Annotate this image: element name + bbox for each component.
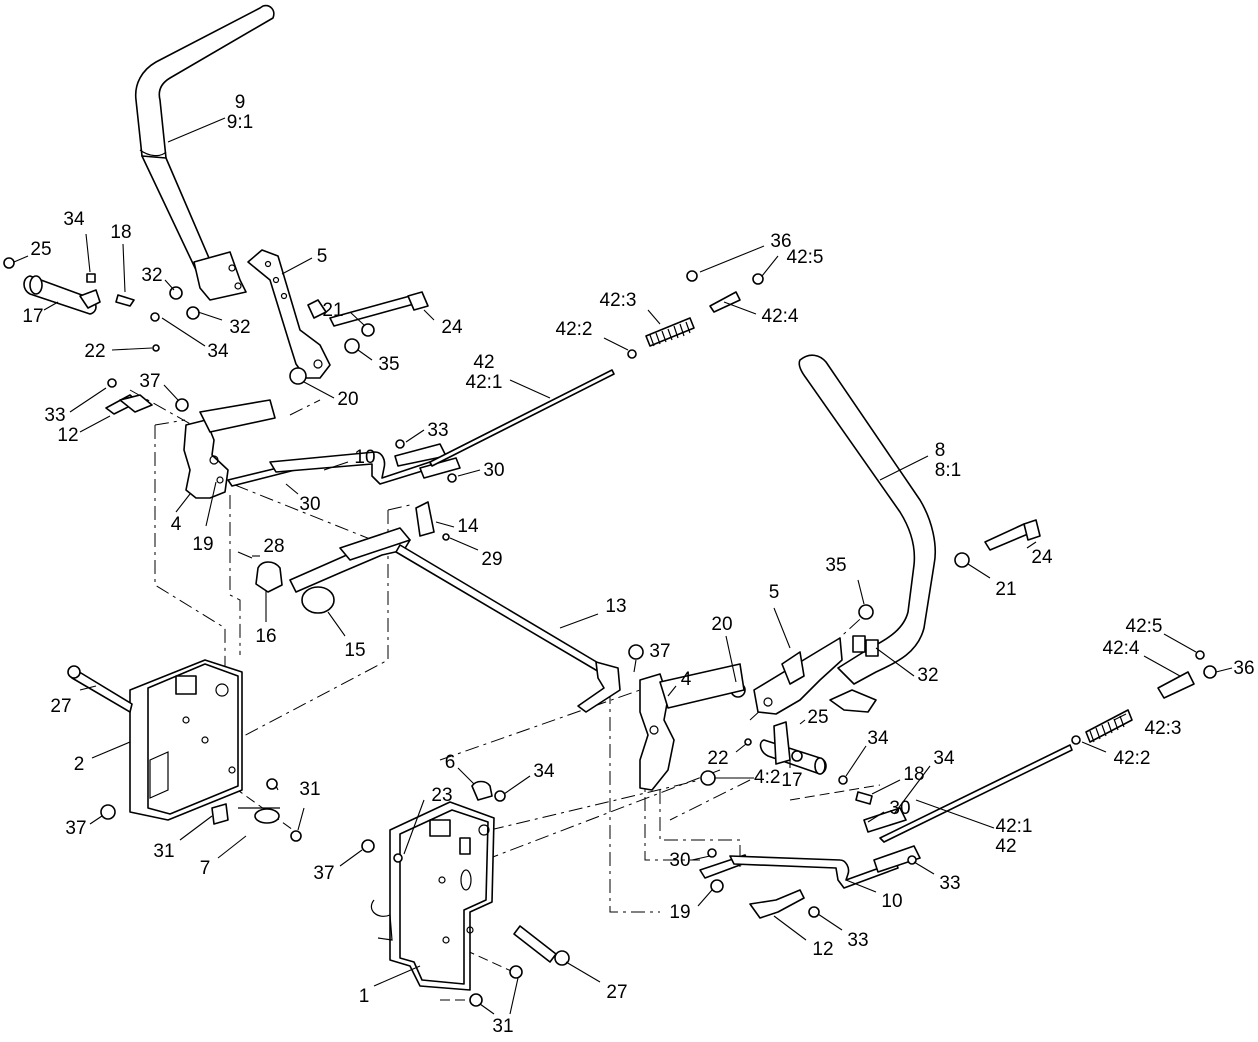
callout-32: 32 xyxy=(229,317,250,338)
callout-4: 4 xyxy=(171,514,182,535)
callout-18: 18 xyxy=(110,222,131,243)
callout-21: 21 xyxy=(322,300,343,321)
callout-22: 22 xyxy=(707,748,728,769)
callout-37: 37 xyxy=(313,863,334,884)
callout-42-4: 42:4 xyxy=(762,306,799,327)
callout-17: 17 xyxy=(22,306,43,327)
callout-30: 30 xyxy=(483,460,504,481)
callout-16: 16 xyxy=(255,626,276,647)
callout-20: 20 xyxy=(711,614,732,635)
callout-7: 7 xyxy=(200,858,211,879)
callout-36: 36 xyxy=(770,231,791,252)
front-mount-plate xyxy=(361,780,570,1007)
upper-cable xyxy=(395,270,764,483)
callout-42-5: 42:5 xyxy=(787,247,824,268)
callout-19: 19 xyxy=(192,534,213,555)
callout-37: 37 xyxy=(649,641,670,662)
callout-30: 30 xyxy=(889,798,910,819)
callout-42-3: 42:3 xyxy=(1145,718,1182,739)
callout-32: 32 xyxy=(141,265,162,286)
callout-42-4: 42:4 xyxy=(1103,638,1140,659)
callout-17: 17 xyxy=(781,770,802,791)
callout-12: 12 xyxy=(812,939,833,960)
left-pivot-bracket xyxy=(183,399,276,499)
callout-21: 21 xyxy=(995,579,1016,600)
callout-27: 27 xyxy=(50,696,71,717)
callout-4: 4 xyxy=(681,669,692,690)
callout-18: 18 xyxy=(903,764,924,785)
callout-25: 25 xyxy=(807,707,828,728)
callout-5: 5 xyxy=(317,246,328,267)
right-link-rod xyxy=(699,650,1217,919)
callout-24: 24 xyxy=(1031,547,1053,568)
left-link-rod xyxy=(227,443,461,487)
callout-36: 36 xyxy=(1233,658,1254,679)
callout-2: 2 xyxy=(74,754,85,775)
callout-33: 33 xyxy=(44,405,65,426)
right-lever-plate xyxy=(730,637,843,715)
callout-6: 6 xyxy=(445,752,456,773)
callout-42-3: 42:3 xyxy=(600,290,637,311)
callout-37: 37 xyxy=(65,818,86,839)
callout-42-5: 42:5 xyxy=(1126,616,1163,637)
left-control-handle xyxy=(134,4,275,301)
left-hardware xyxy=(3,257,429,415)
callout-42-2: 42:2 xyxy=(556,319,593,340)
callout-10: 10 xyxy=(881,891,902,912)
callout-19: 19 xyxy=(669,902,690,923)
callout-14: 14 xyxy=(457,516,479,537)
callout-32: 32 xyxy=(917,665,938,686)
callout-28: 28 xyxy=(263,536,284,557)
callout-10: 10 xyxy=(354,447,375,468)
callout-34: 34 xyxy=(933,748,955,769)
callout-24: 24 xyxy=(441,317,463,338)
callout-30: 30 xyxy=(669,850,690,871)
callout-31: 31 xyxy=(299,779,320,800)
callout-15: 15 xyxy=(344,640,365,661)
callout-35: 35 xyxy=(825,555,846,576)
callout-34: 34 xyxy=(867,728,889,749)
callout-33: 33 xyxy=(939,873,960,894)
callout-34: 34 xyxy=(63,209,85,230)
callout-20: 20 xyxy=(337,389,358,410)
callout-25: 25 xyxy=(30,239,51,260)
callout-31: 31 xyxy=(153,841,174,862)
left-lever-plate xyxy=(247,249,331,379)
cross-shaft xyxy=(237,501,621,713)
callout-37: 37 xyxy=(139,371,160,392)
right-control-handle xyxy=(798,354,1041,713)
callout-35: 35 xyxy=(378,354,399,375)
callout-33: 33 xyxy=(847,930,868,951)
callout-5: 5 xyxy=(769,582,780,603)
callout-23: 23 xyxy=(431,785,452,806)
callout-34: 34 xyxy=(207,341,229,362)
callout-29: 29 xyxy=(481,549,502,570)
callout-4-2: 4:2 xyxy=(754,767,780,788)
callout-42-2: 42:2 xyxy=(1114,748,1151,769)
callout-22: 22 xyxy=(84,341,105,362)
callout-13: 13 xyxy=(605,596,626,617)
callout-31: 31 xyxy=(492,1016,513,1037)
callout-12: 12 xyxy=(57,425,78,446)
callout-27: 27 xyxy=(606,982,627,1003)
callout-30: 30 xyxy=(299,494,320,515)
callout-34: 34 xyxy=(533,761,555,782)
leader-lines xyxy=(13,117,1233,1015)
left-mount-plate xyxy=(67,659,302,842)
callout-33: 33 xyxy=(427,420,448,441)
callout-1: 1 xyxy=(359,986,370,1007)
